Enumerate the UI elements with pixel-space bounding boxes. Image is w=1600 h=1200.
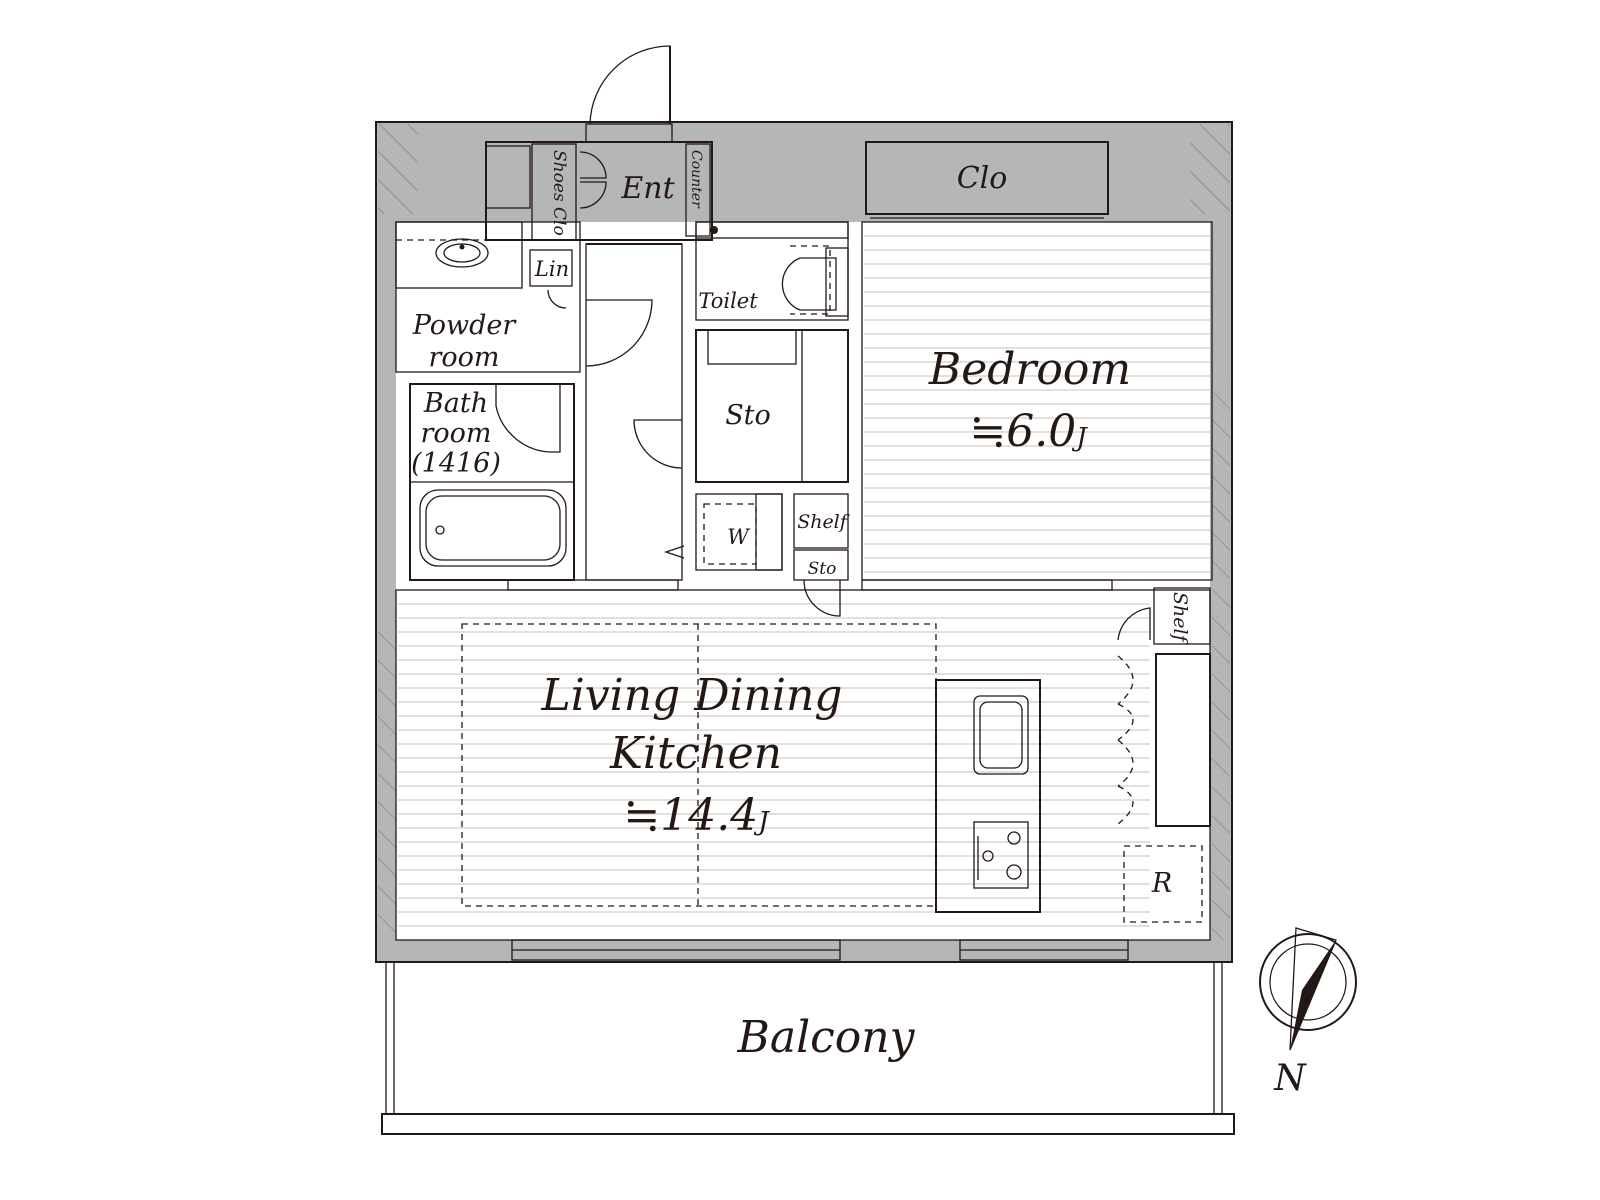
bath-room-label-1: Bath: [423, 388, 488, 419]
ldk-label-2: Kitchen: [609, 728, 782, 779]
bedroom-size-value: ≒6.0: [969, 406, 1076, 457]
shelf-storage-hall: [793, 493, 849, 617]
linen-label: Lin: [534, 257, 569, 281]
refrigerator-label: R: [1151, 868, 1172, 899]
entrance-label: Ent: [620, 171, 675, 206]
toilet-label: Toilet: [698, 289, 758, 313]
powder-room-label-2: room: [428, 342, 499, 373]
bedroom-size-unit: J: [1071, 423, 1088, 453]
bedroom-label: Bedroom: [928, 344, 1131, 395]
washer-area: [695, 493, 783, 571]
storage-hall-label: Sto: [725, 400, 771, 431]
storage-hall-area: [695, 329, 849, 483]
north-label: N: [1273, 1058, 1307, 1099]
entrance-area: [485, 45, 713, 241]
toilet-area: [695, 221, 849, 321]
shelf-kitchen-label: Shelf: [1169, 592, 1191, 645]
washer-label: W: [727, 525, 751, 549]
windows: [507, 579, 1129, 961]
powder-room-label-1: Powder: [412, 310, 518, 341]
kitchen-storage: [1117, 587, 1211, 923]
balcony-area: [381, 961, 1235, 1135]
shelf-hall-label: Shelf: [797, 511, 850, 533]
ldk-size-unit: J: [753, 807, 770, 837]
powder-room-area: [395, 221, 581, 373]
bedroom-size: ≒6.0J: [969, 406, 1088, 457]
closet-label: Clo: [957, 161, 1008, 196]
counter-label: Counter: [688, 150, 704, 209]
ldk-size-value: ≒14.4: [623, 790, 758, 841]
storage-small-label: Sto: [808, 559, 837, 579]
ldk-label-1: Living Dining: [541, 670, 843, 721]
compass-icon: [1259, 927, 1357, 1051]
bedroom-area: [861, 221, 1213, 581]
ldk-area: [395, 589, 1211, 941]
bath-room-label-3: (1416): [411, 448, 501, 479]
kitchen-counter: [935, 679, 1041, 913]
closet-area: [865, 141, 1109, 219]
bath-room-area: [409, 383, 575, 581]
linen-closet: [529, 249, 573, 287]
bath-room-label-2: room: [420, 418, 491, 449]
ldk-size: ≒14.4J: [623, 790, 770, 841]
balcony-label: Balcony: [737, 1012, 916, 1063]
shoes-closet-label: Shoes Clo: [549, 150, 569, 236]
